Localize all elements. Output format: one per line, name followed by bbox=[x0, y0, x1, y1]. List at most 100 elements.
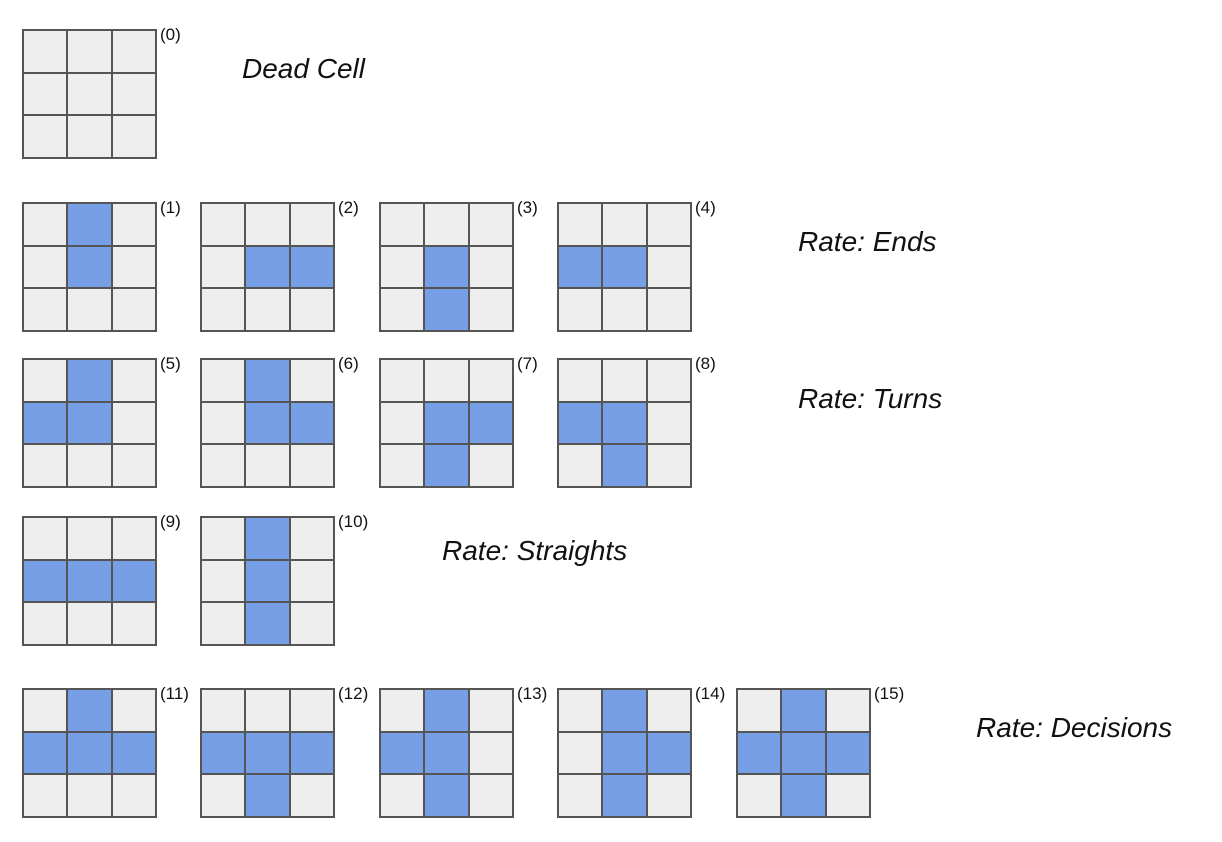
cell-pattern-tile: (14) bbox=[557, 684, 725, 818]
live-cell bbox=[603, 445, 646, 486]
live-cell bbox=[246, 603, 289, 644]
dead-cell bbox=[647, 360, 690, 401]
live-cell bbox=[425, 402, 468, 444]
dead-cell bbox=[68, 73, 111, 115]
dead-cell bbox=[246, 445, 289, 486]
dead-cell bbox=[246, 690, 289, 731]
dead-cell bbox=[112, 690, 155, 731]
live-cell bbox=[782, 775, 825, 816]
dead-cell bbox=[112, 31, 155, 72]
cell-pattern-tile: (11) bbox=[22, 684, 189, 818]
live-cell bbox=[24, 560, 67, 602]
dead-cell bbox=[112, 775, 155, 816]
live-cell bbox=[603, 775, 646, 816]
dead-cell bbox=[24, 690, 67, 731]
dead-cell bbox=[246, 289, 289, 330]
live-cell bbox=[603, 732, 646, 774]
dead-cell bbox=[68, 518, 111, 559]
live-cell bbox=[24, 402, 67, 444]
live-cell bbox=[559, 246, 602, 288]
live-cell bbox=[425, 445, 468, 486]
live-cell bbox=[68, 402, 111, 444]
live-cell bbox=[425, 246, 468, 288]
dead-cell bbox=[469, 246, 512, 288]
live-cell bbox=[68, 732, 111, 774]
live-cell bbox=[559, 402, 602, 444]
dead-cell bbox=[112, 402, 155, 444]
dead-cell bbox=[202, 402, 245, 444]
dead-cell bbox=[603, 289, 646, 330]
row-label: Rate: Ends bbox=[798, 226, 937, 257]
dead-cell bbox=[68, 31, 111, 72]
cell-grid-3x3 bbox=[557, 202, 692, 332]
dead-cell bbox=[202, 518, 245, 559]
dead-cell bbox=[24, 204, 67, 245]
dead-cell bbox=[647, 289, 690, 330]
live-cell bbox=[290, 402, 333, 444]
dead-cell bbox=[425, 360, 468, 401]
dead-cell bbox=[469, 360, 512, 401]
cell-pattern-tile: (5) bbox=[22, 354, 181, 488]
tile-index-label: (2) bbox=[338, 198, 359, 217]
dead-cell bbox=[112, 246, 155, 288]
cell-grid-3x3 bbox=[200, 516, 335, 646]
cell-pattern-tile: (3) bbox=[379, 198, 538, 332]
live-cell bbox=[782, 732, 825, 774]
dead-cell bbox=[202, 690, 245, 731]
dead-cell bbox=[381, 445, 424, 486]
dead-cell bbox=[647, 204, 690, 245]
row-label: Rate: Turns bbox=[798, 383, 943, 414]
tile-index-label: (7) bbox=[517, 354, 538, 373]
dead-cell bbox=[469, 289, 512, 330]
tile-index-label: (10) bbox=[338, 512, 369, 531]
cell-grid-3x3 bbox=[200, 202, 335, 332]
cell-pattern-tile: (7) bbox=[379, 354, 538, 488]
cell-pattern-tile: (6) bbox=[200, 354, 359, 488]
live-cell bbox=[826, 732, 869, 774]
dead-cell bbox=[381, 204, 424, 245]
live-cell bbox=[381, 732, 424, 774]
row-label: Rate: Straights bbox=[442, 535, 628, 566]
cell-grid-3x3 bbox=[22, 516, 157, 646]
live-cell bbox=[425, 732, 468, 774]
dead-cell bbox=[112, 445, 155, 486]
dead-cell bbox=[112, 204, 155, 245]
dead-cell bbox=[603, 204, 646, 245]
dead-cell bbox=[425, 204, 468, 245]
dead-cell bbox=[112, 603, 155, 644]
cell-grid-3x3 bbox=[22, 29, 157, 159]
tile-index-label: (0) bbox=[160, 25, 181, 44]
dead-cell bbox=[202, 445, 245, 486]
dead-cell bbox=[469, 445, 512, 486]
live-cell bbox=[290, 732, 333, 774]
row-label: Rate: Decisions bbox=[976, 712, 1173, 743]
dead-cell bbox=[559, 289, 602, 330]
dead-cell bbox=[381, 246, 424, 288]
dead-cell bbox=[559, 690, 602, 731]
dead-cell bbox=[381, 775, 424, 816]
dead-cell bbox=[68, 116, 111, 157]
dead-cell bbox=[202, 560, 245, 602]
dead-cell bbox=[112, 73, 155, 115]
cell-grid-3x3 bbox=[379, 202, 514, 332]
tile-index-label: (8) bbox=[695, 354, 716, 373]
dead-cell bbox=[826, 775, 869, 816]
live-cell bbox=[68, 690, 111, 731]
dead-cell bbox=[24, 518, 67, 559]
dead-cell bbox=[290, 518, 333, 559]
live-cell bbox=[24, 732, 67, 774]
live-cell bbox=[425, 775, 468, 816]
live-cell bbox=[112, 732, 155, 774]
dead-cell bbox=[24, 73, 67, 115]
live-cell bbox=[782, 690, 825, 731]
cell-grid-3x3 bbox=[379, 688, 514, 818]
dead-cell bbox=[24, 445, 67, 486]
live-cell bbox=[68, 560, 111, 602]
live-cell bbox=[246, 732, 289, 774]
dead-cell bbox=[647, 246, 690, 288]
live-cell bbox=[603, 690, 646, 731]
dead-cell bbox=[469, 690, 512, 731]
dead-cell bbox=[559, 445, 602, 486]
dead-cell bbox=[647, 402, 690, 444]
